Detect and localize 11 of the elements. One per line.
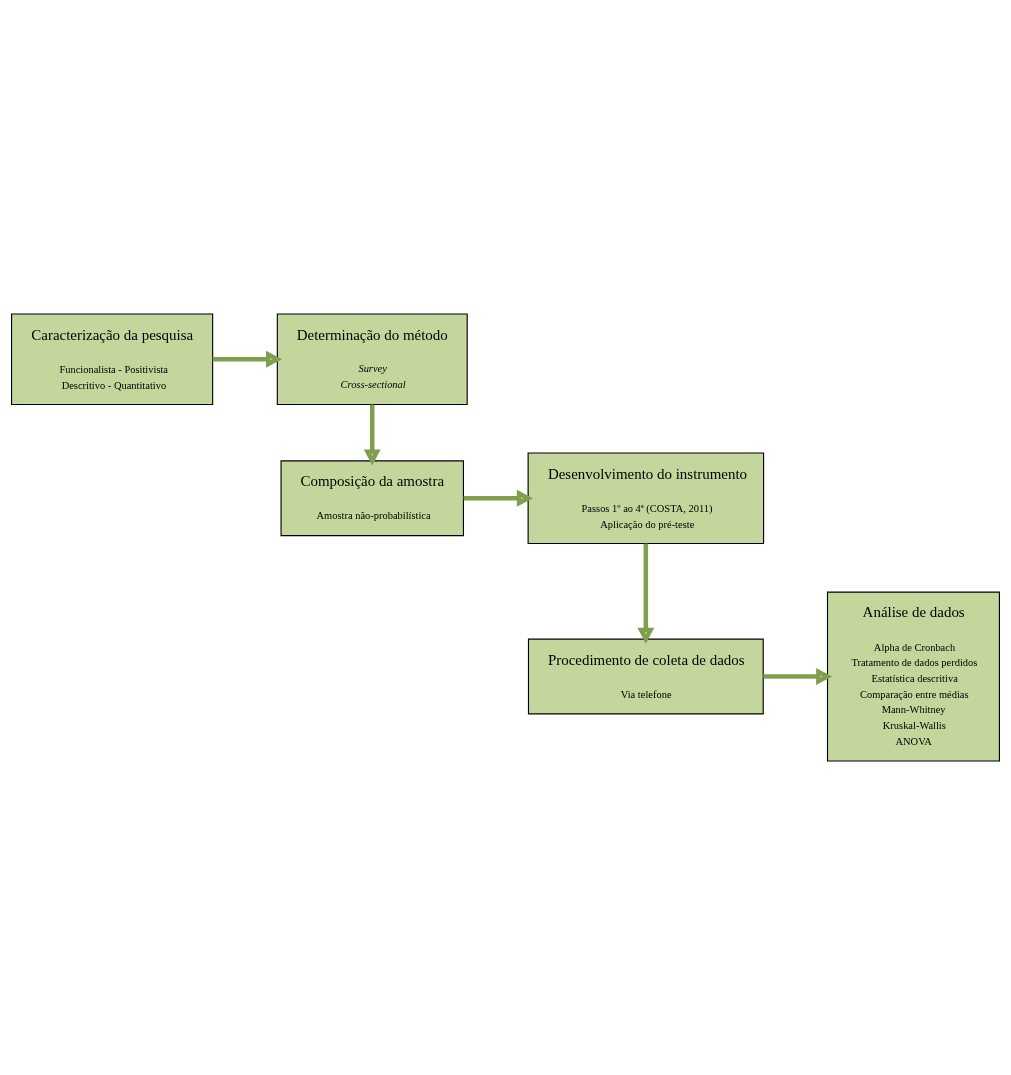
node-box: Composição da amostra Amostra não-probabilística xyxy=(280,460,464,537)
arrow xyxy=(763,668,833,685)
node-box: Procedimento de coleta de dados Via telefone xyxy=(527,638,764,715)
node-box: Caracterização da pesquisa Funcionalista - Positivista Descritivo - Quantitativo xyxy=(11,313,214,405)
arrow xyxy=(212,350,283,368)
arrow xyxy=(363,404,381,466)
arrow xyxy=(463,489,533,507)
node-box: Análise de dados Alpha de Cronbach Tratamento de dados perdidos Estatística descritiva Comparação entre médias Mann-Whitney Kruskal-Wallis ANOVA xyxy=(826,591,1000,762)
arrow xyxy=(637,543,655,644)
node-box: Determinação do método Survey Cross-sectional xyxy=(276,313,468,405)
node-box: Desenvolvimento do instrumento Passos 1º ao 4ª (COSTA, 2011) Aplicação do pré-teste xyxy=(527,452,765,545)
